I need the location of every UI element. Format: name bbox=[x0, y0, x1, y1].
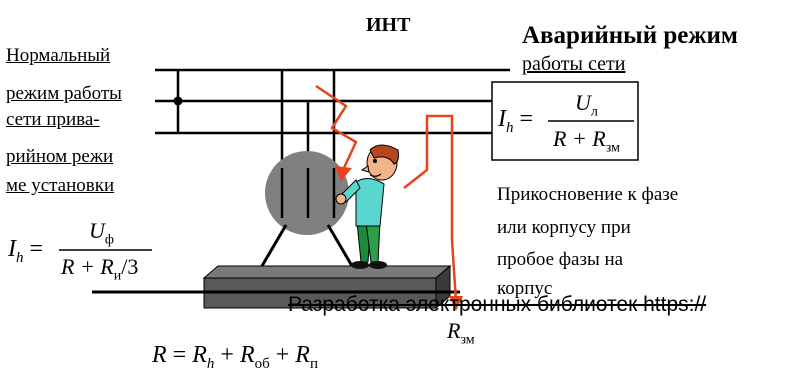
current-arrow-head-1 bbox=[335, 166, 352, 181]
person-figure bbox=[335, 144, 399, 269]
ground-resistance-label: Rзм bbox=[447, 318, 475, 348]
emergency-heading: Аварийный режим bbox=[522, 22, 738, 49]
diagram-title: ИНТ bbox=[366, 14, 411, 36]
resistance-formula: R = Rh + Rоб + Rп bbox=[152, 342, 318, 372]
emergency-formula-numerator: Uл bbox=[575, 90, 598, 120]
normal-mode-line-3: сети прива- bbox=[6, 109, 100, 130]
contact-note-line-4: корпус bbox=[497, 278, 553, 299]
normal-mode-line-1: Нормальный bbox=[6, 45, 111, 66]
current-arrow-head-2 bbox=[449, 296, 463, 311]
normal-mode-line-2: режим работы bbox=[6, 83, 122, 104]
current-path-down bbox=[315, 84, 358, 171]
emergency-formula-lhs: Ih = bbox=[498, 106, 534, 136]
normal-mode-line-4: рийном режи bbox=[6, 146, 114, 167]
neutral-node bbox=[173, 96, 183, 106]
emergency-subheading: работы сети bbox=[522, 53, 626, 75]
contact-note-line-2: или корпусу при bbox=[497, 217, 631, 238]
device-leg-right bbox=[326, 224, 354, 267]
emergency-formula-denominator: R + Rзм bbox=[553, 126, 620, 156]
base-slab-top bbox=[202, 265, 452, 279]
watermark-text: Разработка электронных библиотек https:/… bbox=[288, 293, 707, 316]
device-leg-left bbox=[260, 224, 288, 267]
current-path-return bbox=[403, 114, 458, 302]
normal-formula-lhs: Ih = bbox=[8, 236, 44, 266]
normal-formula-numerator: Uф bbox=[89, 218, 114, 248]
normal-formula-denominator: R + Rи/3 bbox=[61, 254, 139, 284]
normal-mode-line-5: ме установки bbox=[6, 175, 115, 196]
contact-note-line-1: Прикосновение к фазе bbox=[497, 184, 679, 205]
contact-note-line-3: пробое фазы на bbox=[497, 249, 624, 270]
